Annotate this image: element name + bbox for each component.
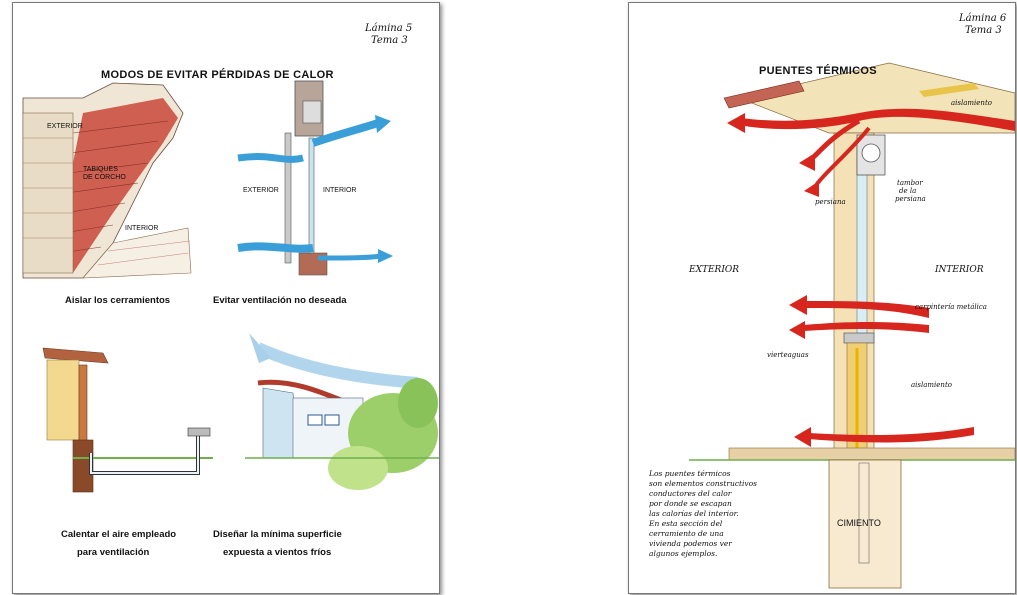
- plate-title: MODOS DE EVITAR PÉRDIDAS DE CALOR: [101, 69, 334, 81]
- caption-disenar-1: Diseñar la mínima superficie: [213, 529, 342, 540]
- note-line: algunos ejemplos.: [649, 549, 757, 559]
- caption-aislar: Aislar los cerramientos: [65, 295, 170, 306]
- plate-title: PUENTES TÉRMICOS: [759, 65, 877, 77]
- window-label-interior: INTERIOR: [323, 187, 356, 194]
- plate-5: Lámina 5 Tema 3 MODOS DE EVITAR PÉRDIDAS…: [12, 2, 440, 594]
- label-vierteaguas: vierteaguas: [767, 351, 809, 359]
- caption-calentar-1: Calentar el aire empleado: [61, 529, 176, 540]
- note-line: vivienda podemos ver: [649, 539, 757, 549]
- label-aislamiento-mid: aislamiento: [911, 381, 952, 389]
- plate-number: Lámina 6: [959, 13, 1006, 24]
- note-line: cerramiento de una: [649, 529, 757, 539]
- tema-label: Tema 3: [371, 35, 408, 46]
- ventilation-duct-illustration: [43, 348, 213, 492]
- note-line: Los puentes térmicos: [649, 469, 757, 479]
- label-tambor-1: tambor: [897, 179, 923, 187]
- caption-calentar-2: para ventilación: [77, 547, 149, 558]
- label-tambor-2: de la: [899, 187, 916, 195]
- label-exterior: EXTERIOR: [689, 265, 739, 275]
- wall-label-paneles-2: DE CORCHO: [83, 174, 126, 181]
- wind-exposure-illustration: [245, 333, 439, 490]
- wall-label-paneles: TABIQUES: [83, 166, 118, 173]
- caption-evitar: Evitar ventilación no deseada: [213, 295, 347, 306]
- note-line: las calorías del interior.: [649, 509, 757, 519]
- window-label-exterior: EXTERIOR: [243, 187, 279, 194]
- label-tambor-3: persiana: [895, 195, 926, 203]
- note-line: por donde se escapan: [649, 499, 757, 509]
- note-line: conductores del calor: [649, 489, 757, 499]
- plate-6: Lámina 6 Tema 3 PUENTES TÉRMICOS aislami…: [628, 2, 1016, 594]
- window-airflow-illustration: [238, 81, 393, 275]
- label-carpinteria: carpintería metálica: [915, 303, 987, 311]
- note-line: En esta sección del: [649, 519, 757, 529]
- label-persiana: persiana: [815, 198, 846, 206]
- plate-number: Lámina 5: [365, 23, 412, 34]
- caption-disenar-2: expuesta a vientos fríos: [223, 547, 331, 558]
- label-aislamiento-top: aislamiento: [951, 99, 992, 107]
- wall-label-exterior: EXTERIOR: [47, 123, 83, 130]
- explanatory-note: Los puentes térmicos son elementos const…: [649, 469, 757, 559]
- note-line: son elementos constructivos: [649, 479, 757, 489]
- wall-label-interior: INTERIOR: [125, 225, 158, 232]
- label-interior: INTERIOR: [935, 265, 984, 275]
- tema-label: Tema 3: [965, 25, 1002, 36]
- label-cimiento: CIMIENTO: [837, 518, 881, 528]
